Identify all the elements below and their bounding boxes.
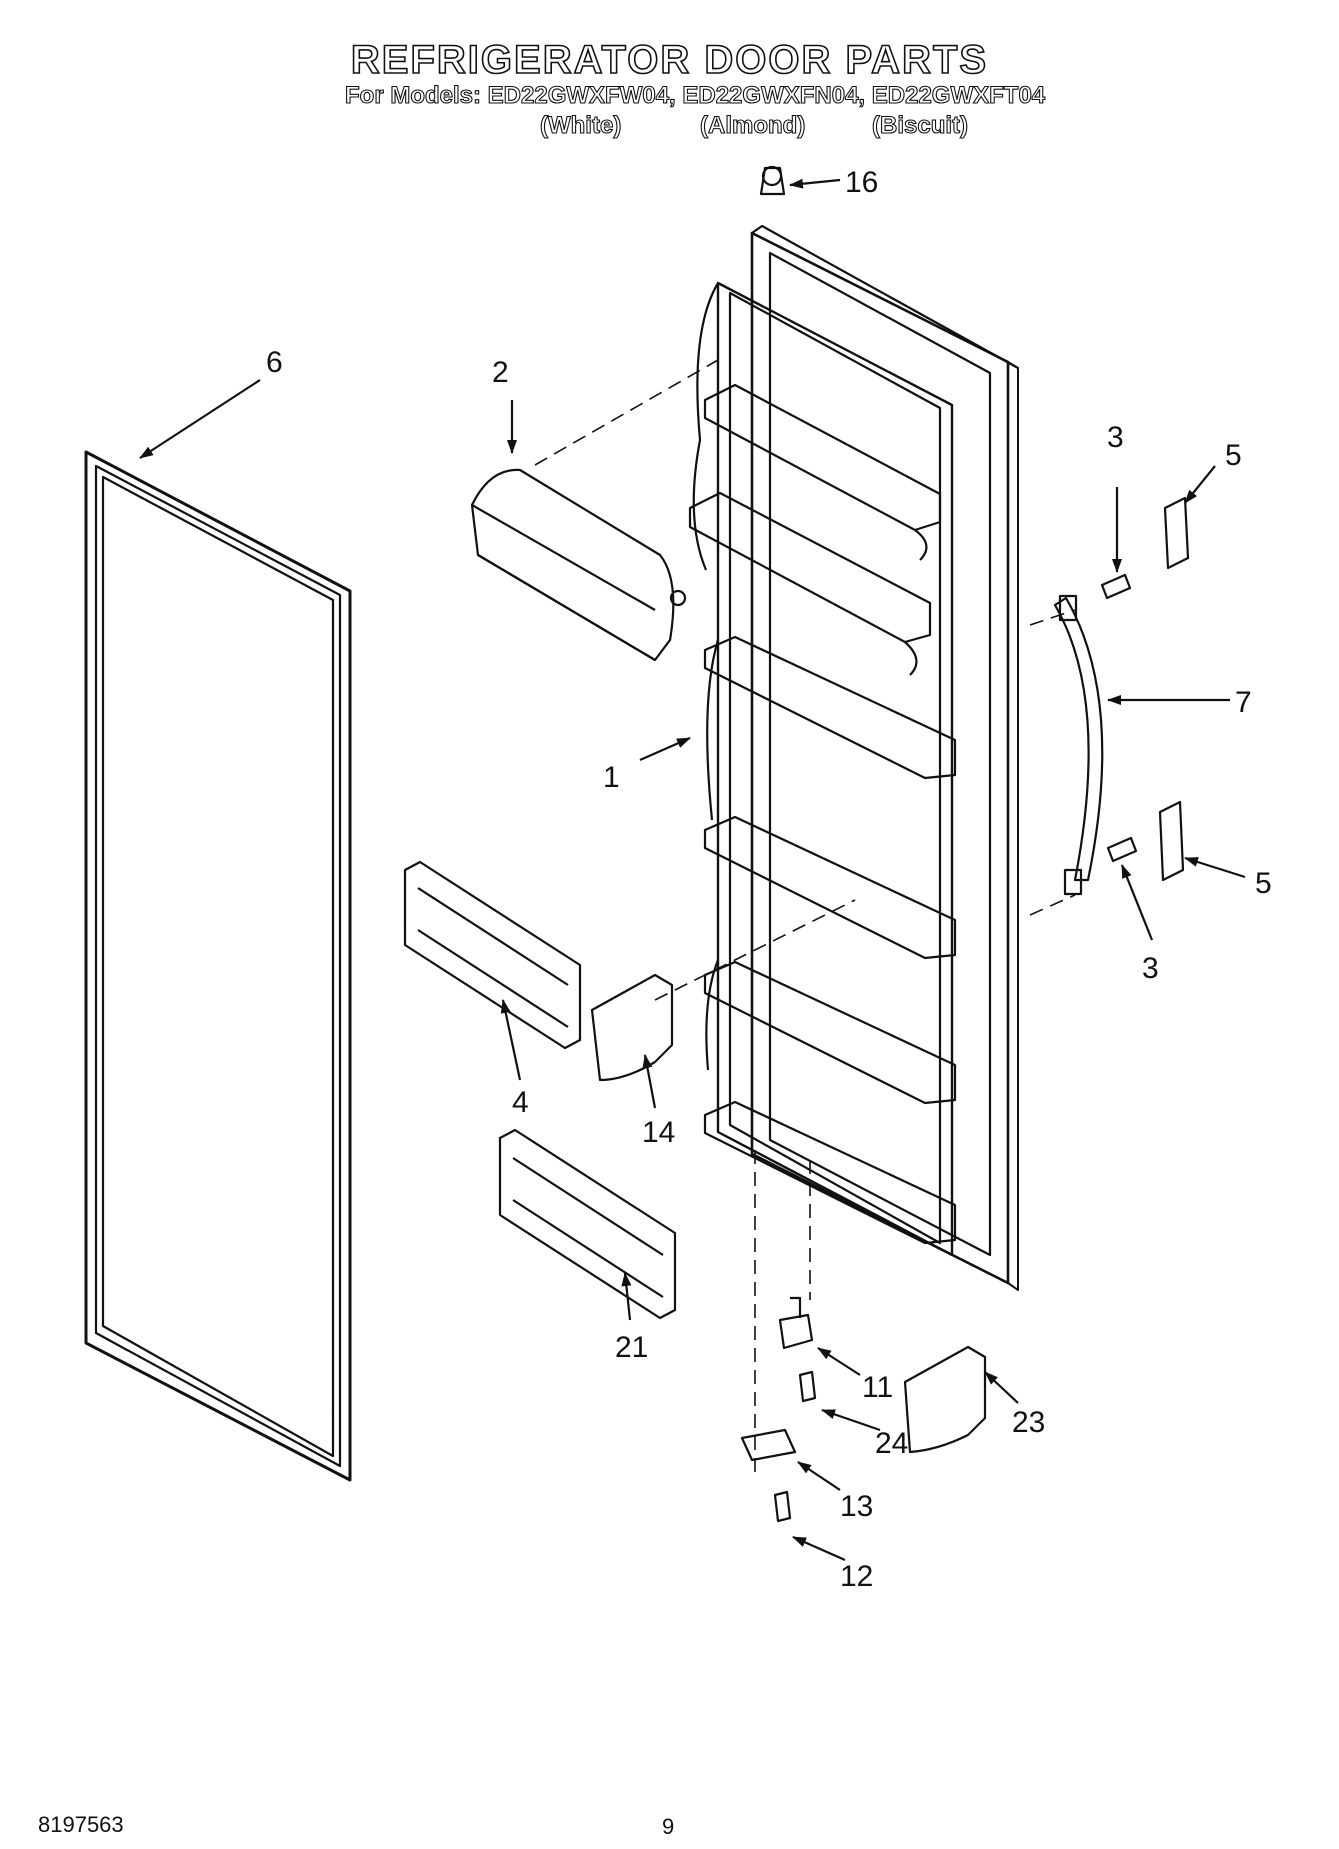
models-line: For Models: ED22GWXFW04, ED22GWXFN04, ED… bbox=[344, 81, 1046, 109]
door-handle bbox=[1053, 594, 1104, 896]
assembly-lines bbox=[534, 359, 1076, 1480]
callout-6: 6 bbox=[266, 346, 283, 379]
callout-11: 11 bbox=[862, 1371, 893, 1404]
screw bbox=[1106, 836, 1138, 863]
callout-23: 23 bbox=[1012, 1406, 1045, 1439]
callout-14: 14 bbox=[642, 1116, 675, 1149]
callout-24: 24 bbox=[875, 1427, 908, 1460]
door-panel bbox=[750, 224, 1019, 1291]
page-number: 9 bbox=[662, 1814, 675, 1839]
page-title: REFRIGERATOR DOOR PARTS bbox=[350, 37, 989, 83]
handle-cap bbox=[1158, 800, 1185, 882]
liner-shelf bbox=[703, 1100, 957, 1245]
hinge-block bbox=[740, 1428, 797, 1462]
handle-cap bbox=[1163, 496, 1190, 570]
callout-16: 16 bbox=[845, 166, 878, 199]
liner-shelf bbox=[688, 491, 932, 676]
callout-3-top: 3 bbox=[1107, 421, 1124, 454]
color-white: (White) bbox=[539, 111, 622, 139]
end-cap bbox=[903, 1345, 987, 1454]
callout-2: 2 bbox=[492, 356, 509, 389]
document-number: 8197563 bbox=[38, 1812, 124, 1837]
door-liner bbox=[692, 281, 954, 1257]
shelf-trim bbox=[498, 1128, 677, 1320]
liner-shelf bbox=[703, 383, 942, 561]
callout-21: 21 bbox=[615, 1331, 648, 1364]
shelf-trim bbox=[403, 860, 582, 1050]
callout-5-bottom: 5 bbox=[1255, 867, 1272, 900]
callout-5-top: 5 bbox=[1225, 439, 1242, 472]
color-almond: (Almond) bbox=[699, 111, 806, 139]
hinge-bracket bbox=[778, 1296, 814, 1350]
end-cap bbox=[590, 973, 674, 1082]
liner-shelf bbox=[703, 635, 957, 780]
callout-arrows bbox=[139, 178, 1246, 1562]
screw bbox=[1100, 573, 1132, 600]
callout-1: 1 bbox=[603, 761, 620, 794]
liner-shelf bbox=[703, 815, 957, 960]
color-biscuit: (Biscuit) bbox=[871, 111, 968, 139]
hinge-pin bbox=[759, 165, 786, 196]
callout-4: 4 bbox=[512, 1086, 529, 1119]
callout-13: 13 bbox=[840, 1490, 873, 1523]
door-bin bbox=[470, 468, 687, 662]
door-gasket bbox=[84, 450, 352, 1482]
callout-12: 12 bbox=[840, 1560, 873, 1593]
hinge-screw bbox=[773, 1490, 792, 1523]
hinge-screw bbox=[798, 1370, 817, 1403]
callout-7: 7 bbox=[1235, 686, 1252, 719]
liner-shelf bbox=[703, 960, 957, 1105]
callout-3-bottom: 3 bbox=[1142, 952, 1159, 985]
